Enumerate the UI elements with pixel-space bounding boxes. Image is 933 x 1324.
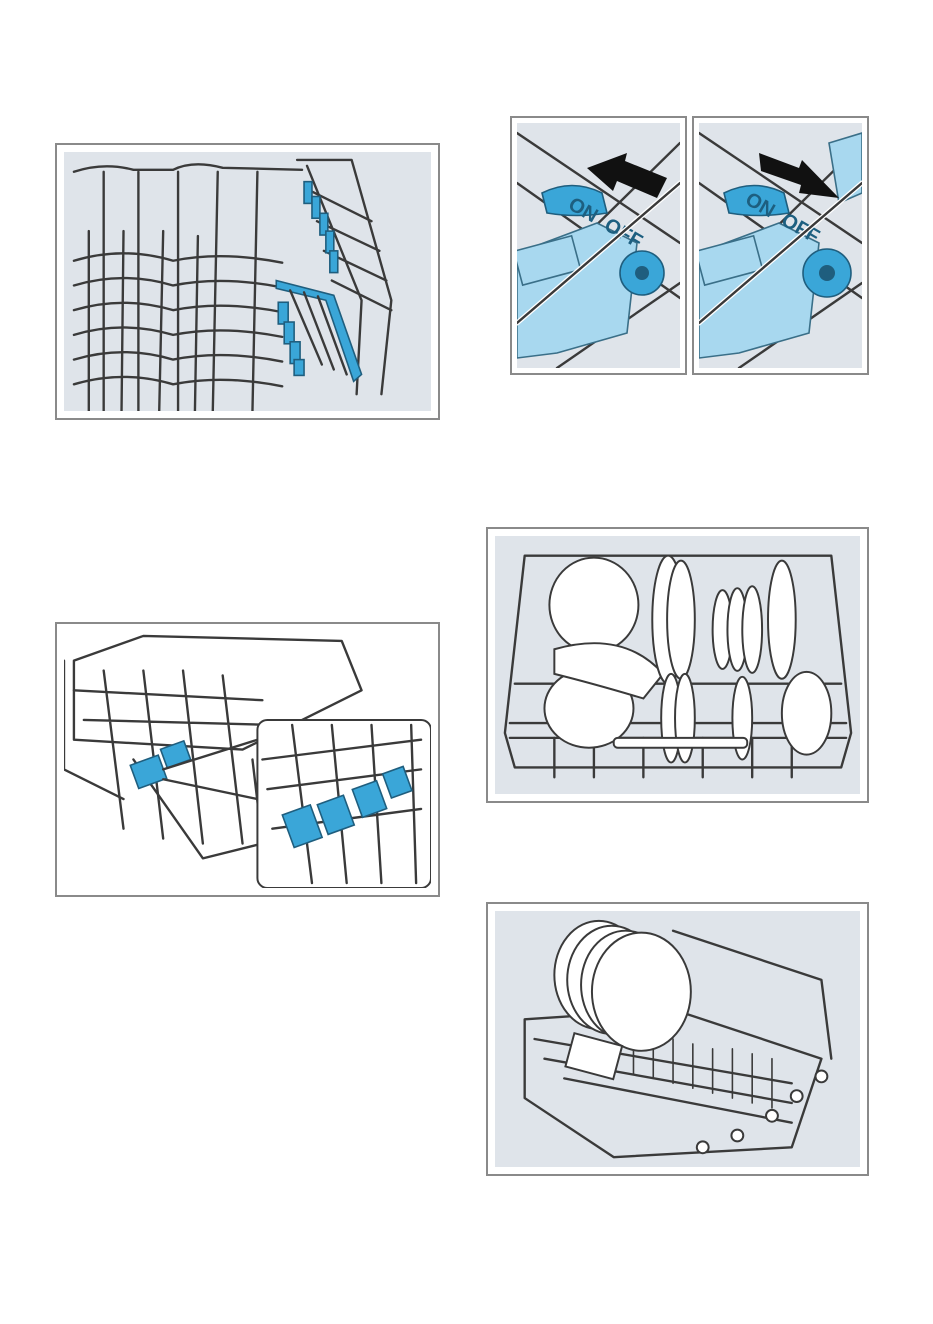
rack-with-zoom-detail-icon (64, 631, 431, 888)
figure-lower-rack-loaded (486, 902, 869, 1176)
figure-switch-on: ON OFF (510, 116, 687, 375)
lower-rack-with-plates-icon (495, 911, 860, 1167)
upper-rack-loaded-with-dishes-icon (495, 536, 860, 794)
figure-switch-off: ON OFF (692, 116, 869, 375)
figure-upper-rack-tines (55, 143, 440, 420)
figure-rack-detail (55, 622, 440, 897)
upper-rack-fold-down-tines-icon (64, 152, 431, 411)
blue-tine-group (276, 182, 361, 382)
figure-upper-rack-loaded (486, 527, 869, 803)
